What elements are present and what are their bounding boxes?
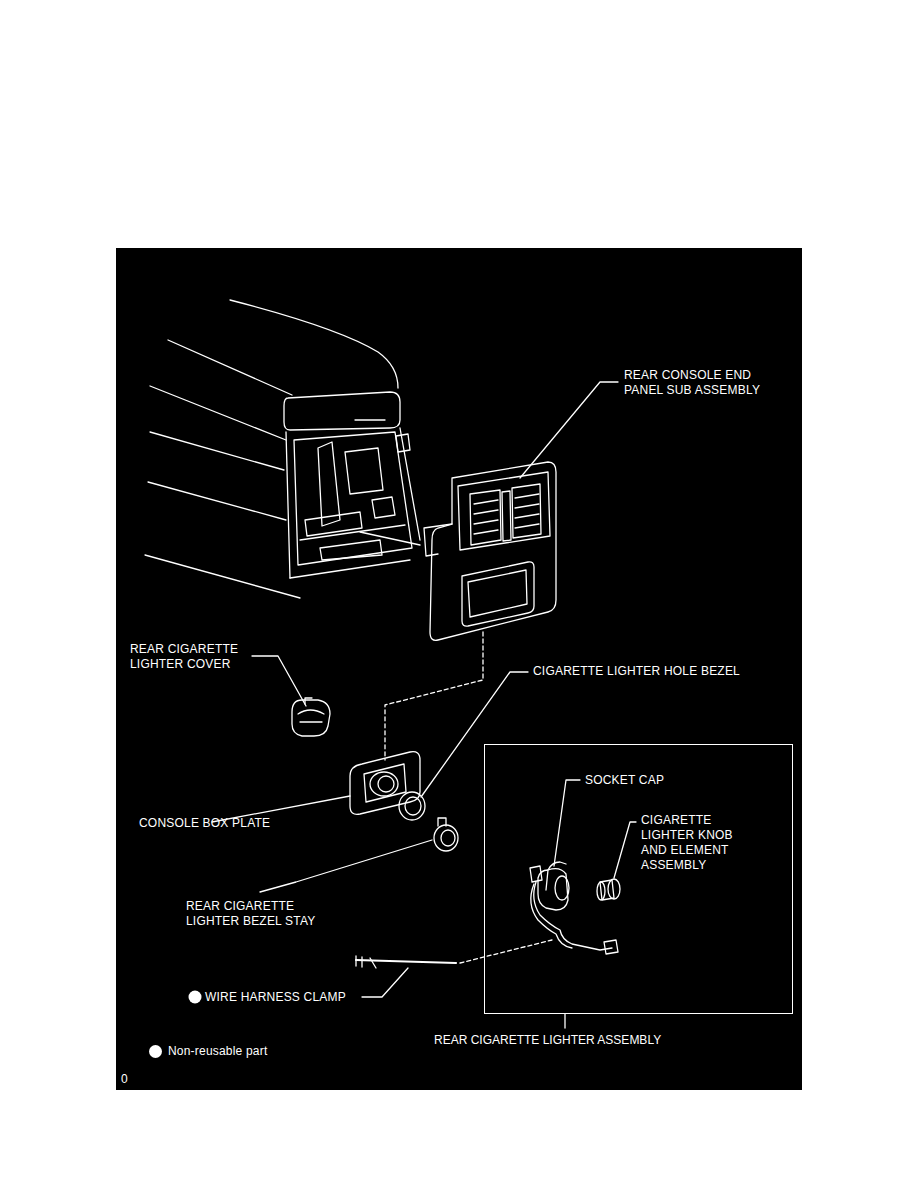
figure-number: 0 (121, 1072, 128, 1087)
assembly-box: REAR CIGARETTE LIGHTER ASSEMBLY (484, 744, 793, 1014)
part-label: REAR CIGARETTE LIGHTER COVER (130, 642, 250, 672)
assembly-label: REAR CIGARETTE LIGHTER ASSEMBLY (434, 1033, 661, 1048)
part-label: CIGARETTE LIGHTER KNOB AND ELEMENT ASSEM… (641, 813, 741, 873)
part-label: WIRE HARNESS CLAMP (205, 990, 346, 1005)
legend-dot (149, 1045, 162, 1058)
part-label: CONSOLE BOX PLATE (139, 816, 270, 831)
part-label: SOCKET CAP (585, 773, 664, 788)
part-label: REAR CONSOLE END PANEL SUB ASSEMBLY (624, 368, 774, 398)
part-label: CIGARETTE LIGHTER HOLE BEZEL (533, 664, 740, 679)
legend-text: Non-reusable part (168, 1044, 267, 1059)
part-label: REAR CIGARETTE LIGHTER BEZEL STAY (186, 899, 326, 929)
